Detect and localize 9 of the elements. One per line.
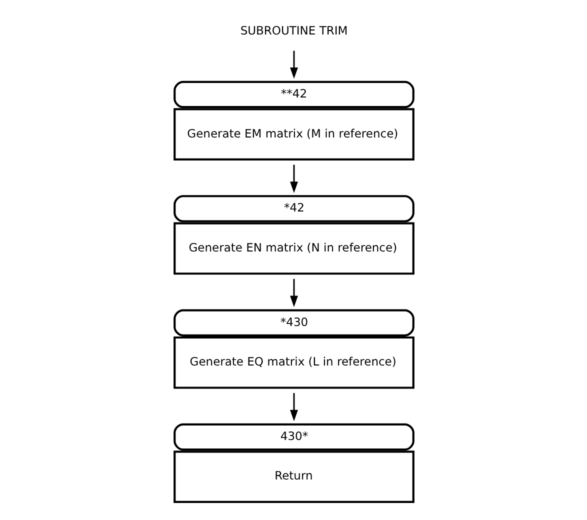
node-label: **42 [280,86,307,100]
arrow [290,278,298,308]
node-label: *430 [280,314,308,329]
node-text: SUBROUTINE TRIM [240,24,348,38]
arrow [290,50,298,79]
node-label: 430* [280,428,308,443]
arrow [290,164,298,193]
arrow [290,393,298,422]
node-label: *42 [284,200,304,215]
